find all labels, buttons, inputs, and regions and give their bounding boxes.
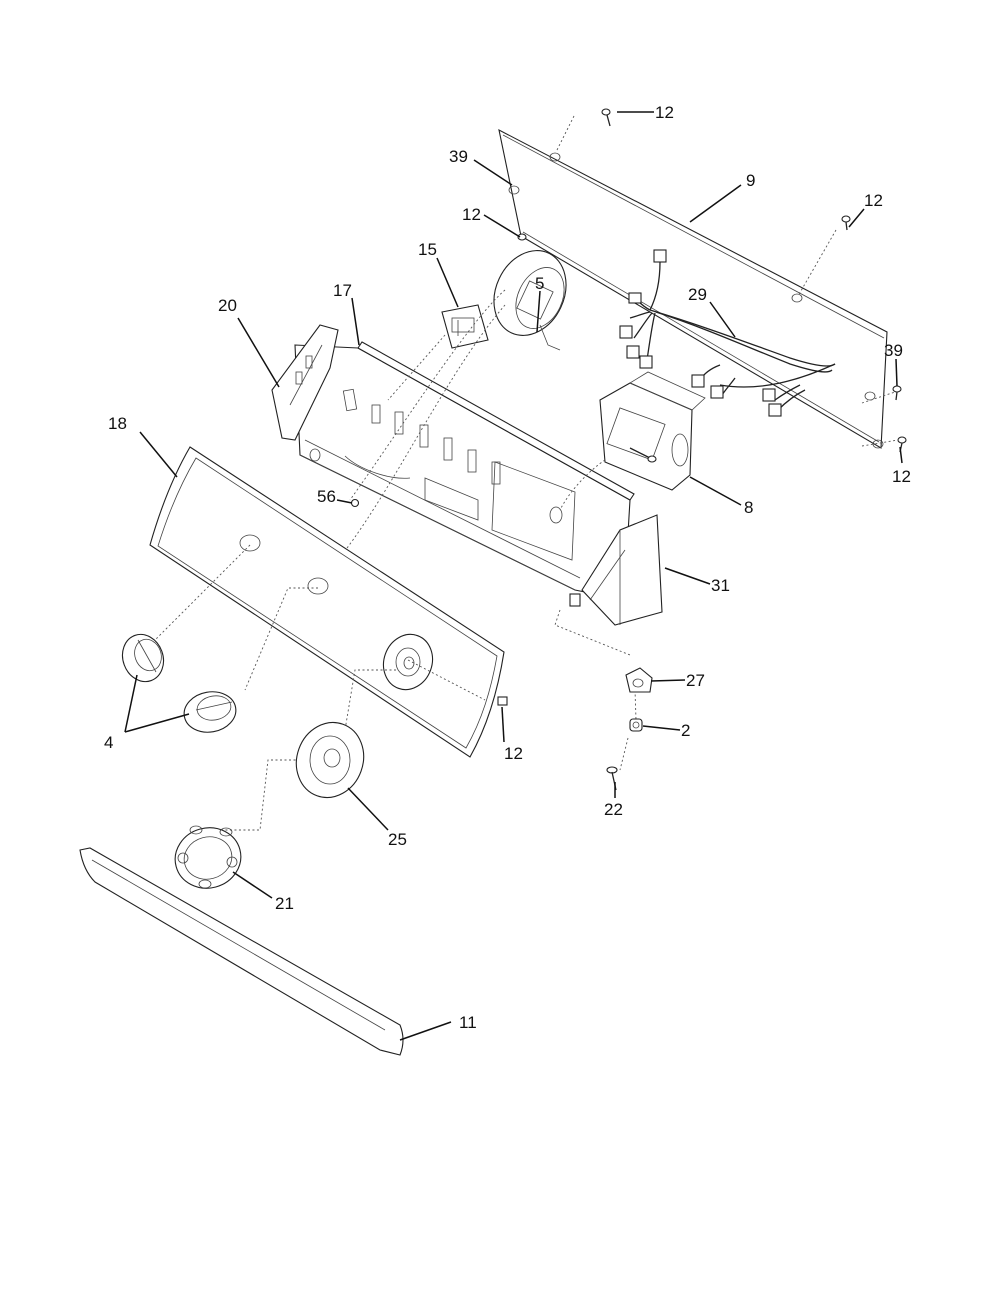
callout-5: 5 bbox=[535, 274, 544, 293]
part-right-end-cap bbox=[569, 514, 663, 626]
screw-39-right bbox=[892, 385, 902, 401]
part-timer-dial bbox=[493, 250, 567, 351]
callout-15: 15 bbox=[418, 240, 437, 259]
callout-12-right-low: 12 bbox=[892, 467, 911, 486]
screw-12-right bbox=[841, 215, 851, 231]
callout-27: 27 bbox=[686, 671, 705, 690]
part-knob-upper bbox=[121, 633, 165, 683]
part-motor-assembly bbox=[599, 371, 706, 491]
part-front-panel bbox=[149, 446, 505, 758]
callout-17: 17 bbox=[333, 281, 352, 300]
screw-12-left bbox=[517, 233, 527, 241]
callout-12-right: 12 bbox=[864, 191, 883, 210]
callout-56: 56 bbox=[317, 487, 336, 506]
callout-12-left: 12 bbox=[462, 205, 481, 224]
callout-18: 18 bbox=[108, 414, 127, 433]
callout-22: 22 bbox=[604, 800, 623, 819]
callout-2: 2 bbox=[681, 721, 690, 740]
callout-labels: 12 39 12 9 12 15 5 17 20 29 39 18 12 56 … bbox=[104, 103, 911, 1032]
part-wire-harness bbox=[619, 249, 836, 417]
leader-lines bbox=[124, 111, 903, 1041]
part-left-end-cap bbox=[271, 324, 339, 441]
part-knob-ring bbox=[174, 825, 242, 889]
screw-12-right-low bbox=[897, 436, 907, 453]
part-knob-lower bbox=[183, 691, 237, 733]
callout-12-top: 12 bbox=[655, 103, 674, 122]
callout-29: 29 bbox=[688, 285, 707, 304]
callout-11: 11 bbox=[459, 1013, 477, 1032]
callout-4: 4 bbox=[104, 733, 113, 752]
part-trim-strip bbox=[79, 847, 404, 1056]
callout-12-front: 12 bbox=[504, 744, 523, 763]
part-dial-ring bbox=[295, 722, 365, 798]
callout-20: 20 bbox=[218, 296, 237, 315]
part-hinge-bracket bbox=[625, 667, 653, 693]
part-bushing bbox=[629, 718, 643, 732]
callout-9: 9 bbox=[746, 171, 755, 190]
screw-12-front bbox=[497, 696, 508, 706]
callout-25: 25 bbox=[388, 830, 407, 849]
callout-39-right: 39 bbox=[884, 341, 903, 360]
callout-31: 31 bbox=[711, 576, 730, 595]
part-switch bbox=[441, 304, 489, 349]
screw-12-top bbox=[601, 108, 611, 127]
callout-21: 21 bbox=[275, 894, 294, 913]
screw-56 bbox=[350, 498, 360, 508]
callout-8: 8 bbox=[744, 498, 753, 517]
part-rear-panel bbox=[498, 128, 888, 449]
callout-39-left: 39 bbox=[449, 147, 468, 166]
